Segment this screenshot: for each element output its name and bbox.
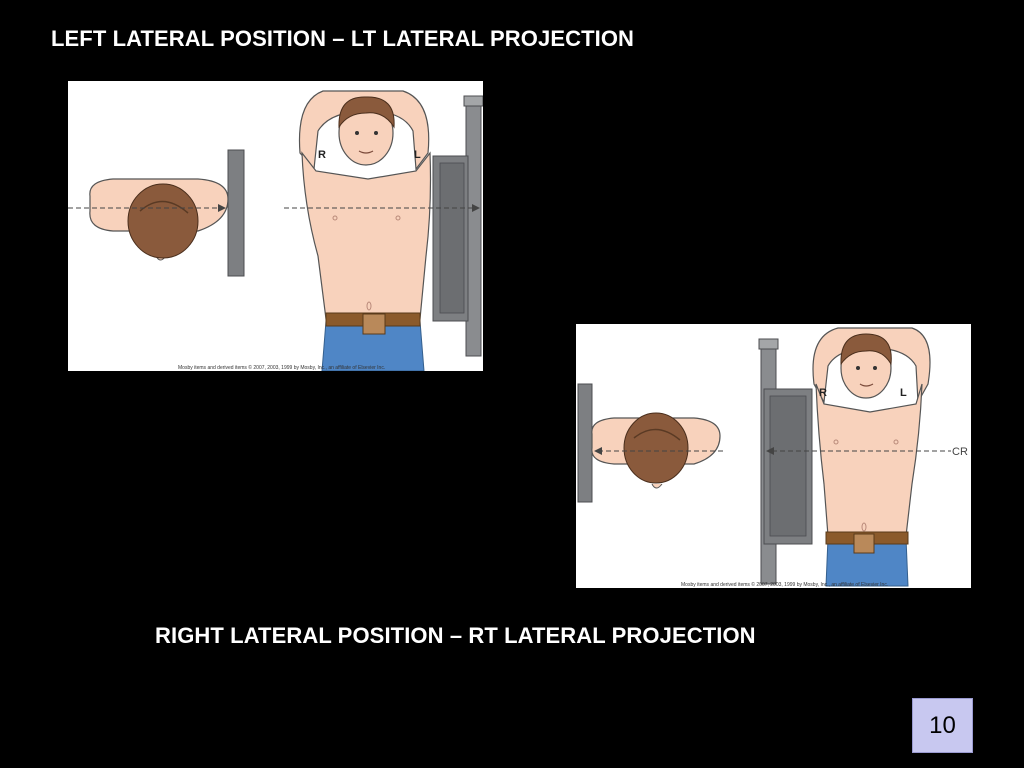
slide-title-top: LEFT LATERAL POSITION – LT LATERAL PROJE… xyxy=(51,26,635,51)
front-view-detector-stand xyxy=(758,338,813,585)
side-label-right: R xyxy=(318,149,326,161)
figure-left-lateral: R L Mosby items and derived items © 2007… xyxy=(68,81,483,371)
side-label-left: L xyxy=(900,387,907,399)
figure-credit: Mosby items and derived items © 2007, 20… xyxy=(681,581,888,588)
left-lateral-illustration: R L Mosby items and derived items © 2007… xyxy=(68,90,483,371)
side-label-right: R xyxy=(819,387,827,399)
page-number-badge: 10 xyxy=(912,698,973,753)
front-view-patient xyxy=(812,327,931,587)
figure-right-lateral: R L CR Mosby items and derived items © 2… xyxy=(576,324,971,588)
right-lateral-illustration: R L CR Mosby items and derived items © 2… xyxy=(577,327,968,588)
top-view-patient xyxy=(591,412,721,489)
beam-label-cr: CR xyxy=(952,446,968,458)
top-view-detector xyxy=(227,149,245,277)
front-view-detector-stand xyxy=(432,95,483,357)
figure-credit: Mosby items and derived items © 2007, 20… xyxy=(178,364,385,371)
side-label-left: L xyxy=(414,149,421,161)
top-view-detector xyxy=(577,383,593,503)
front-view-patient xyxy=(298,90,432,371)
slide-title-bottom: RIGHT LATERAL POSITION – RT LATERAL PROJ… xyxy=(155,623,756,648)
top-view-patient xyxy=(89,178,229,261)
